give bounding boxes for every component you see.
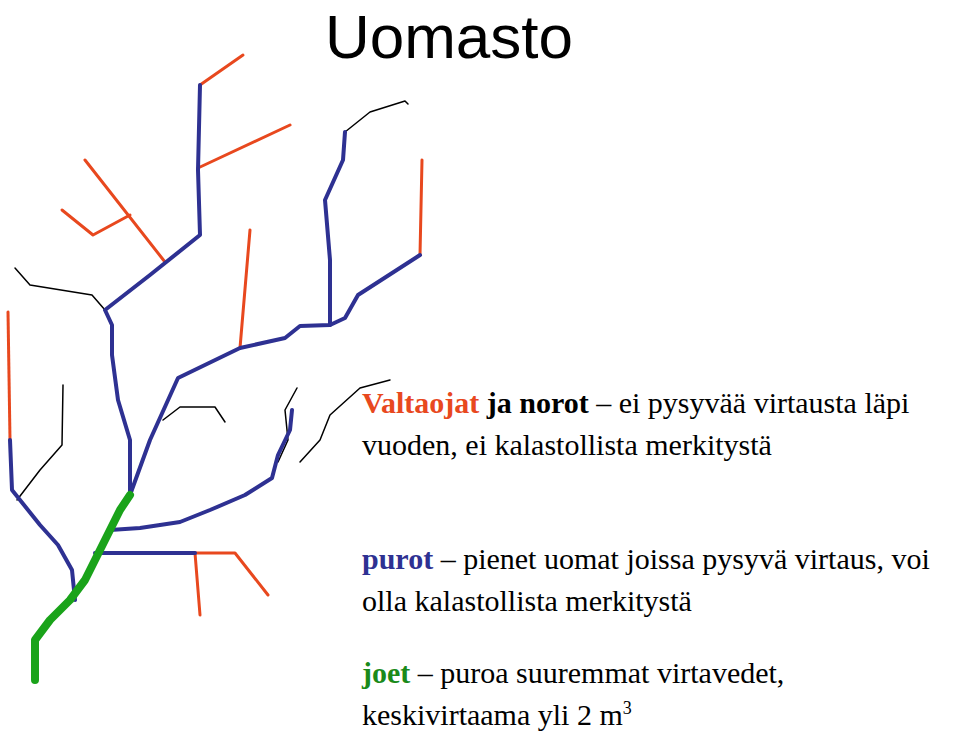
description-paragraph: Valtaojatja norot– ei pysyvää virtausta … [362, 382, 958, 466]
title: Uomasto [325, 6, 573, 68]
description-paragraph: purot– pienet uomat joissa pysyvä virtau… [362, 538, 958, 622]
category-term: joet [362, 656, 410, 689]
ditch-lines [8, 55, 422, 615]
category-term: purot [362, 542, 433, 575]
river-line [35, 495, 130, 680]
category-term: Valtaojat [362, 386, 479, 419]
description-text: – puroa suuremmat virtavedet, keskivirta… [362, 656, 784, 731]
description-paragraph: joet– puroa suuremmat virtavedet, keskiv… [362, 652, 958, 736]
category-term: ja norot [487, 386, 589, 419]
description-text: – pienet uomat joissa pysyvä virtaus, vo… [362, 542, 930, 617]
superscript: 3 [623, 698, 632, 718]
brook-lines [10, 85, 420, 600]
headwater-lines [15, 101, 408, 500]
